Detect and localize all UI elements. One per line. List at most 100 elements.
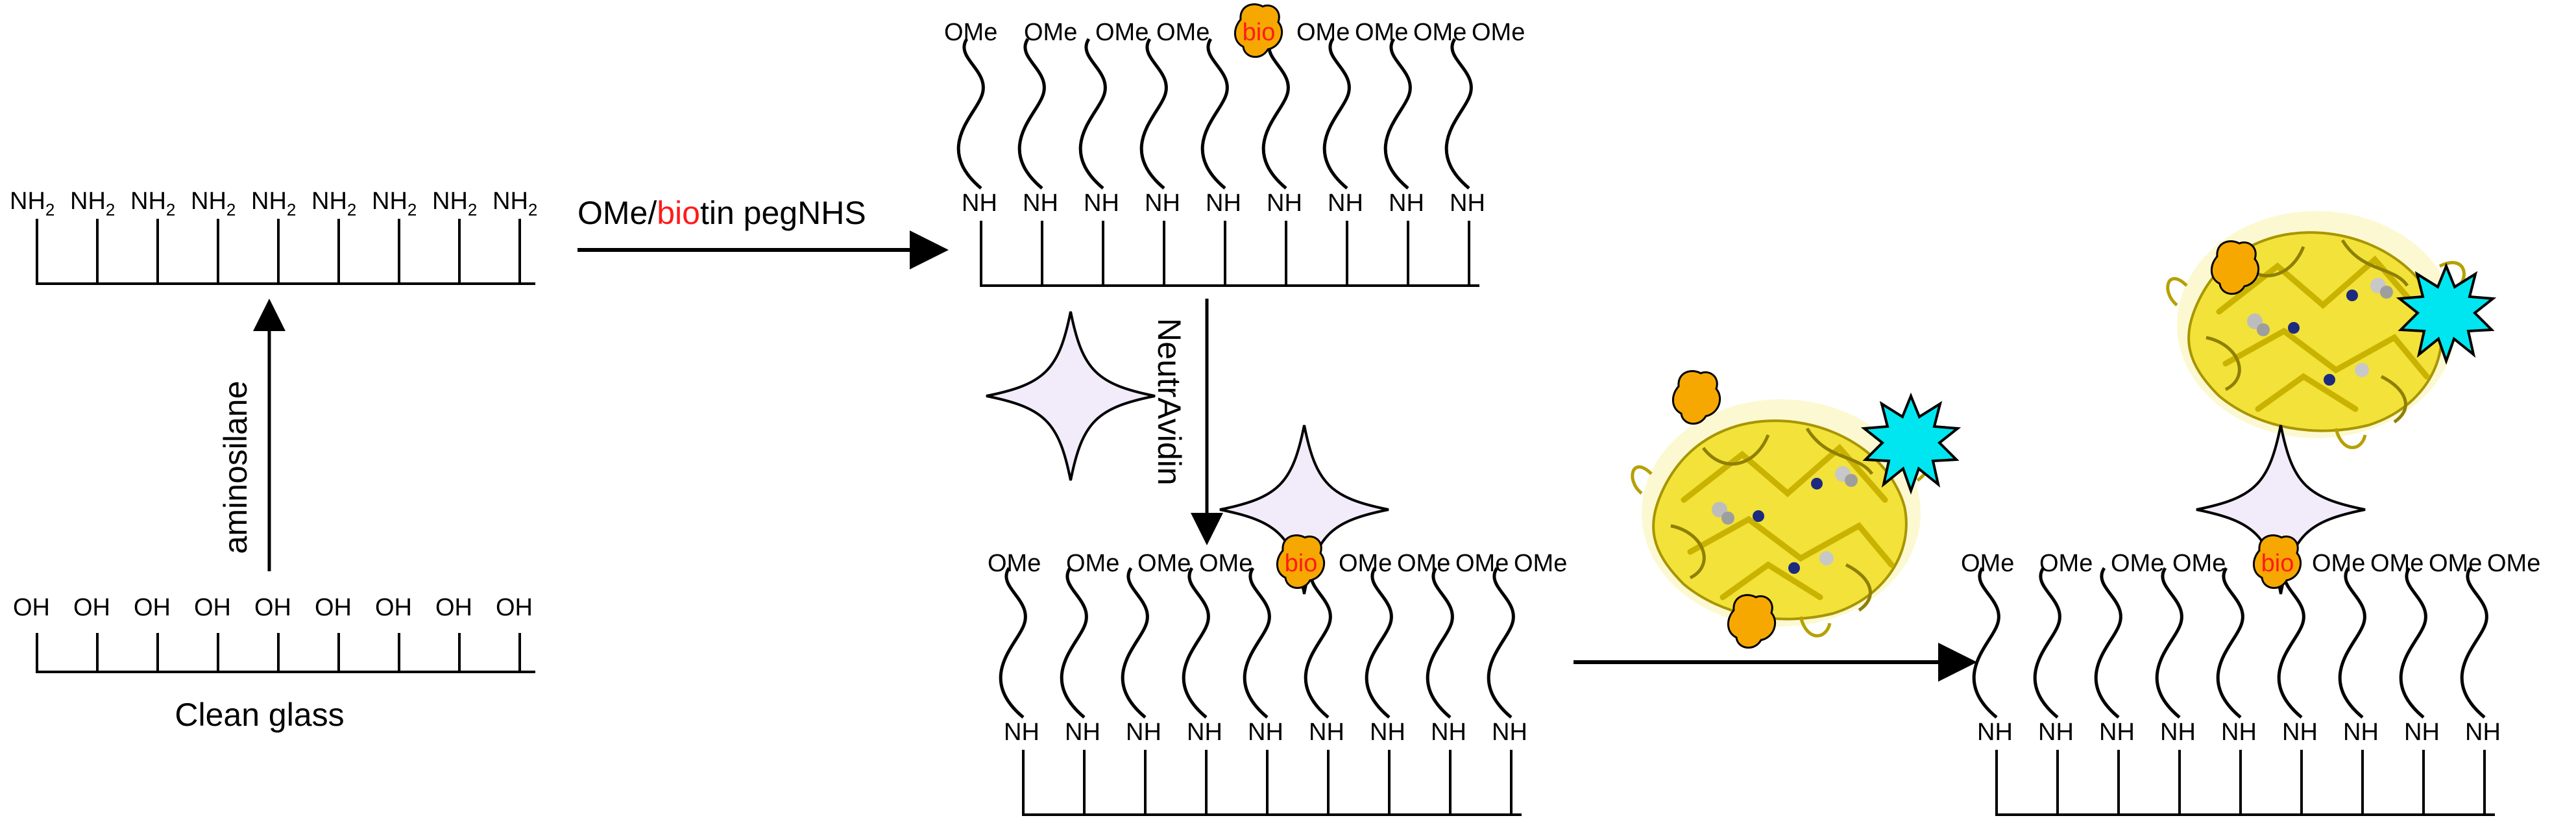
nh2-label: NH2 [191,188,236,219]
amine-surface: NH2 NH2 NH2 NH2 NH2 NH2 NH2 NH2 NH2 [10,188,537,285]
nh-groups: NH NH NH NH NH NH NH NH NH [962,190,1485,217]
ome-label: OMe [1355,19,1408,46]
ome-label: OMe [1296,19,1350,46]
nh-label: NH [1450,190,1485,217]
nh-label: NH [1065,719,1100,746]
nh2-label: NH2 [10,188,55,219]
ome-label: OMe [2111,550,2164,577]
neutravidin-label: NeutrAvidin [1151,318,1187,486]
nh-label: NH [1126,719,1161,746]
nh-groups: NH NH NH NH NH NH NH NH NH [1977,719,2501,746]
neutravidin-step: NeutrAvidin [985,299,1223,545]
biotin-marker: bio [1233,3,1283,58]
nh-label: NH [1267,190,1302,217]
ome-label: OMe [1199,550,1252,577]
peg-surface: NH NH NH NH NH NH NH NH NH OMe OMe OMe O… [944,3,1525,287]
ome-label: OMe [2370,550,2424,577]
ome-label: OMe [988,550,1041,577]
ome-label: OMe [1066,550,1119,577]
ome-label: OMe [1455,550,1509,577]
ome-label: OMe [1339,550,1392,577]
nh-label: NH [2038,719,2074,746]
peg-chains [956,38,1473,190]
nh2-label: NH2 [311,188,356,219]
nh-label: NH [2099,719,2135,746]
neutravidin-star-icon [985,310,1156,482]
nh-label: NH [1328,190,1363,217]
biotin-label: bio [2261,550,2294,577]
neutravidin-surface: NH NH NH NH NH NH NH NH NH OMe OMe OMe O… [988,424,1567,816]
nh-label: NH [1248,719,1283,746]
biotin-tag-icon [1727,594,1777,649]
nh-label: NH [1004,719,1039,746]
biotin-marker: bio [2252,534,2302,589]
nh-label: NH [1370,719,1405,746]
ome-label: OMe [2312,550,2365,577]
nh-label: NH [1187,719,1222,746]
oh-label: OH [194,594,231,621]
ome-label: OMe [1961,550,2014,577]
peg-chains [999,567,1515,719]
biotin-label: bio [1243,19,1276,46]
ome-groups: OMe OMe OMe OMe OMe OMe OMe OMe [944,19,1525,46]
ome-label: OMe [1397,550,1450,577]
biotin-label: bio [1285,550,1318,577]
oh-label: OH [254,594,291,621]
nh-label: NH [1023,190,1058,217]
pegylation-label: OMe/biotin pegNHS [577,195,866,231]
ome-label: OMe [1156,19,1209,46]
nh-label: NH [2282,719,2318,746]
oh-label: OH [315,594,352,621]
nh-label: NH [2221,719,2257,746]
nh-label: NH [962,190,997,217]
ome-label: OMe [2039,550,2093,577]
ome-label: OMe [1514,550,1567,577]
aminosilane-step: aminosilane [217,299,286,571]
ome-label: OMe [1095,19,1148,46]
amine-groups: NH2 NH2 NH2 NH2 NH2 NH2 NH2 NH2 NH2 [10,188,537,219]
oh-label: OH [375,594,412,621]
ome-label: OMe [2429,550,2482,577]
nh2-label: NH2 [372,188,417,219]
biotinylated-protein-with-dye [1633,370,1959,649]
nh-label: NH [1084,190,1119,217]
nh2-label: NH2 [70,188,115,219]
nh-label: NH [2465,719,2501,746]
nh-label: NH [1492,719,1527,746]
ome-groups: OMe OMe OMe OMe OMe OMe OMe OMe [1961,550,2540,577]
ome-groups: OMe OMe OMe OMe OMe OMe OMe OMe [988,550,1567,577]
peg-chains [1972,567,2488,719]
oh-label: OH [435,594,472,621]
clean-glass-surface: OH OH OH OH OH OH OH OH OH Clean glass [13,594,535,733]
nh-label: NH [2160,719,2196,746]
nh2-label: NH2 [251,188,296,219]
nh-label: NH [1431,719,1466,746]
ome-label: OMe [2487,550,2540,577]
oh-label: OH [134,594,171,621]
nh2-label: NH2 [130,188,175,219]
clean-glass-label: Clean glass [175,697,344,733]
ome-label: OMe [1024,19,1077,46]
ome-label: OMe [1413,19,1466,46]
pegylation-step: OMe/biotin pegNHS [577,195,949,269]
final-surface: NH NH NH NH NH NH NH NH NH OMe OMe OMe O… [1961,211,2540,816]
nh-label: NH [2343,719,2379,746]
oh-label: OH [73,594,110,621]
nh-label: NH [2404,719,2440,746]
ome-label: OMe [1472,19,1525,46]
nh-label: NH [1977,719,2013,746]
biotin-marker: bio [1276,534,1326,589]
ome-label: OMe [944,19,997,46]
nh-label: NH [1389,190,1424,217]
aminosilane-label: aminosilane [217,381,254,554]
oh-label: OH [13,594,50,621]
nh2-label: NH2 [492,188,537,219]
oh-label: OH [496,594,533,621]
nh-label: NH [1206,190,1241,217]
nh2-label: NH2 [432,188,477,219]
hydroxyl-groups: OH OH OH OH OH OH OH OH OH [13,594,533,621]
nh-label: NH [1309,719,1344,746]
nh-groups: NH NH NH NH NH NH NH NH NH [1004,719,1527,746]
ome-label: OMe [1137,550,1191,577]
